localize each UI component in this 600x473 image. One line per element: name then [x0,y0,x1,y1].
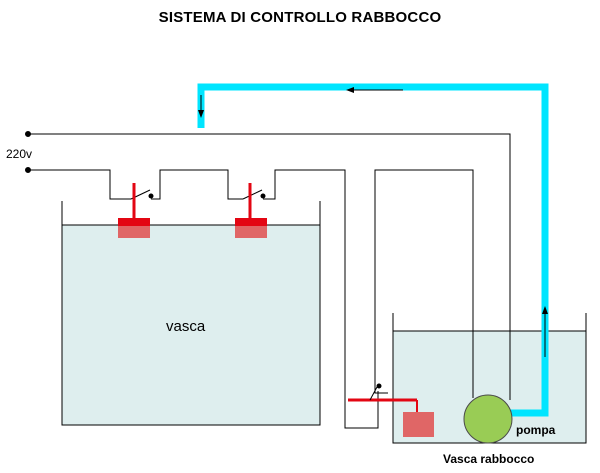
main-tank-label: vasca [166,318,206,335]
float-switch-1-cap [118,218,150,226]
refill-pipe [197,83,549,417]
pump-icon [463,394,513,444]
bridge-wire-1 [151,169,243,200]
supply-wire-a [28,133,511,400]
level-switch-float [403,412,434,437]
level-switch-contact [376,383,382,389]
float-switch-1-contact [148,193,154,199]
float-switch-2-blade [242,189,263,200]
terminal-bottom [25,167,31,173]
terminal-top [25,131,31,137]
reservoir-label: Vasca rabbocco [443,452,535,466]
flow-arrow-up-icon [542,306,548,314]
float-switch-2 [235,183,267,238]
power-wires [25,131,511,429]
float-switch-2-contact [260,193,266,199]
float-switch-1 [118,183,154,238]
float-switch-2-cap [235,218,267,226]
main-tank [61,201,321,426]
reservoir-level-switch [348,383,434,437]
flow-arrow-left-icon [346,87,354,93]
supply-wire-b [28,169,131,200]
level-switch-blade [369,386,378,401]
main-tank-walls [61,201,321,426]
pump-label: pompa [516,423,556,437]
voltage-label: 220v [6,147,33,161]
flow-arrow-down-icon [198,110,204,118]
bridge-wire-2 [263,169,379,429]
diagram-title: SISTEMA DI CONTROLLO RABBOCCO [158,9,442,26]
main-tank-water [62,225,320,425]
pump-feed-wire [374,169,474,398]
